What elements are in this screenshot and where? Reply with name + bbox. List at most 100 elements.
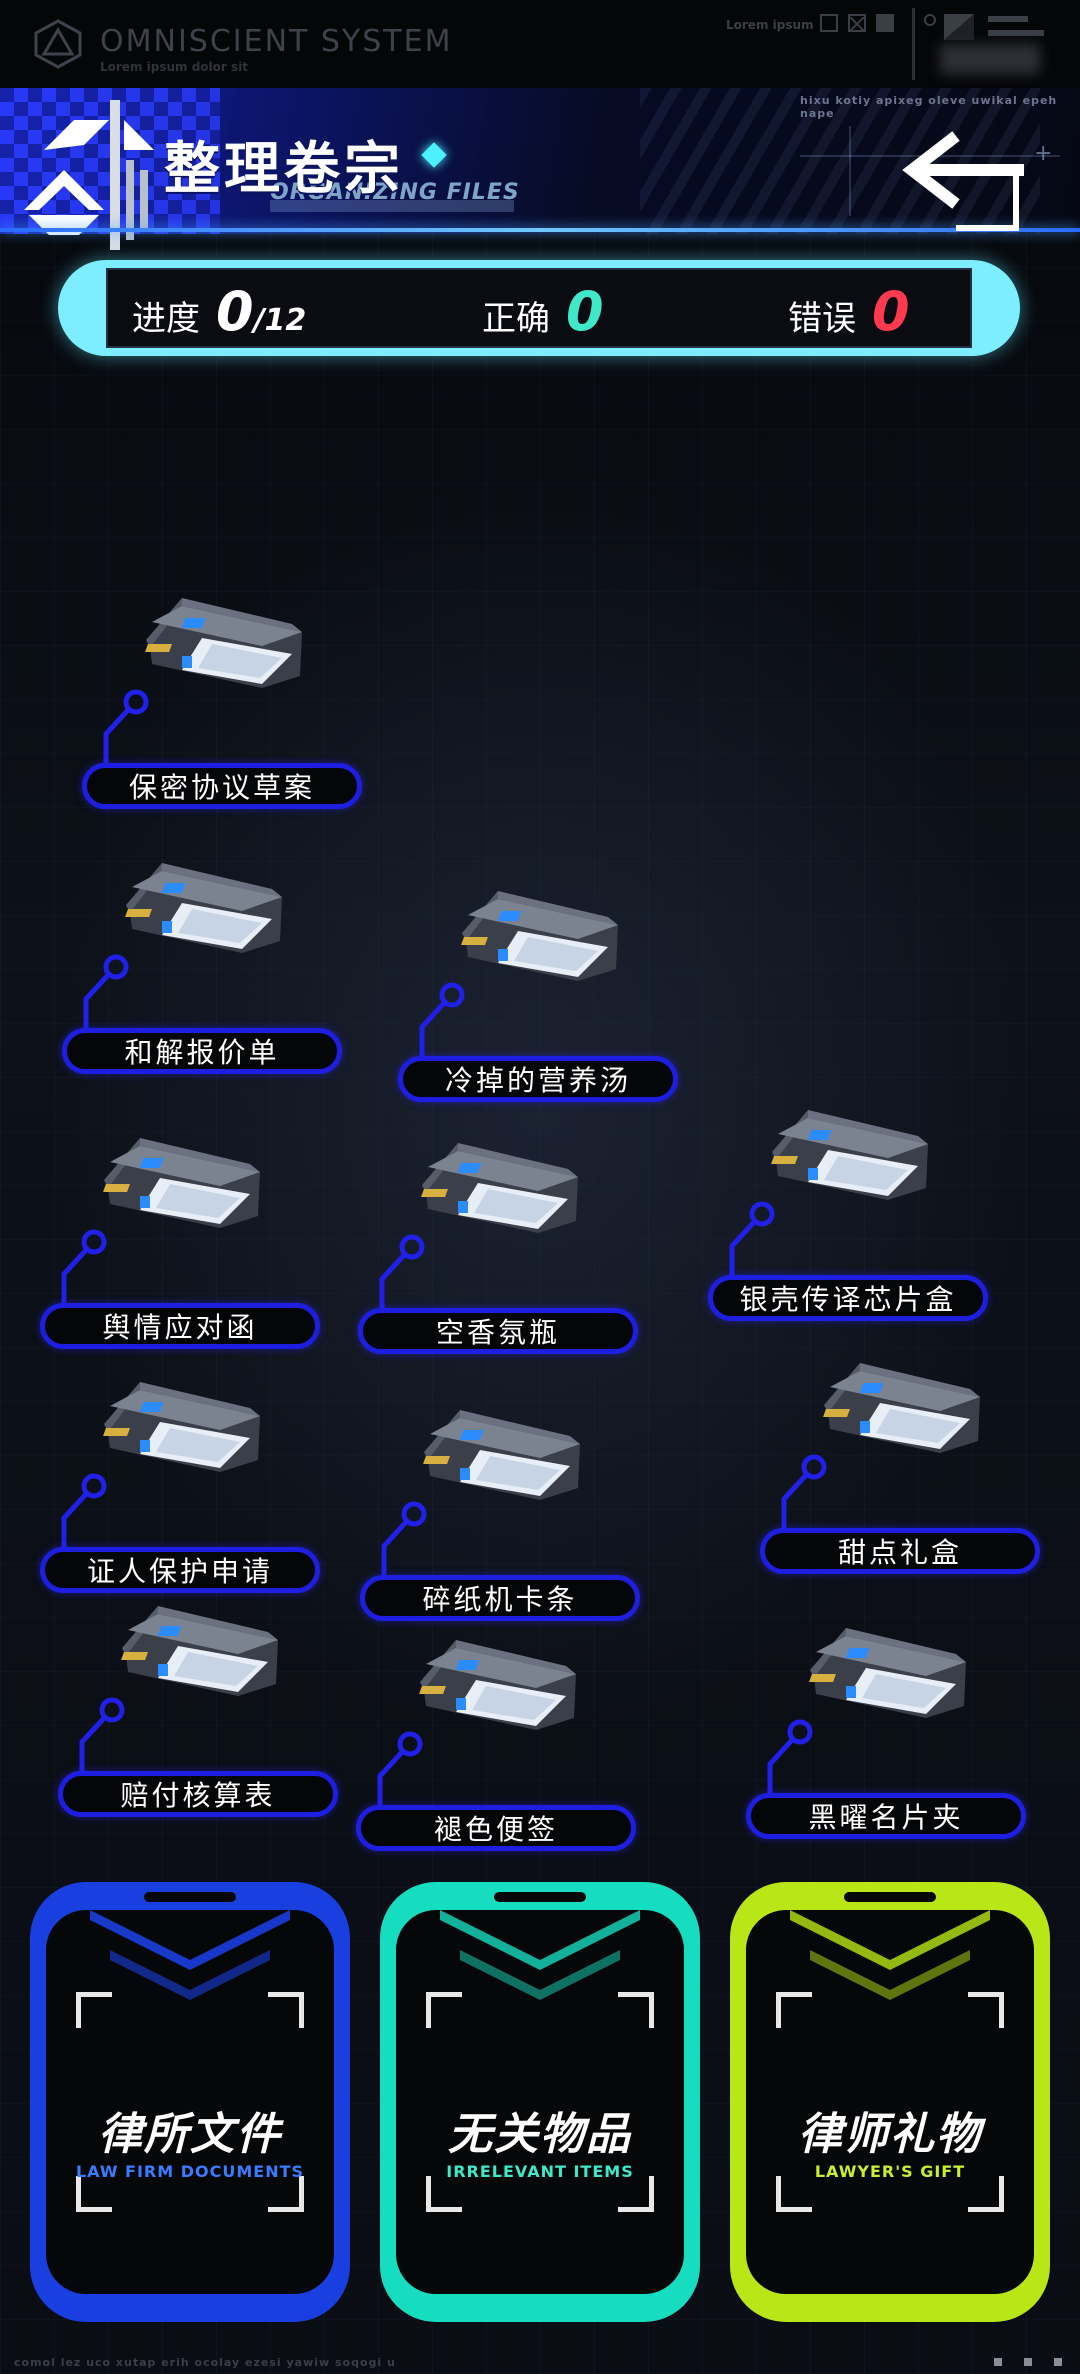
bin-notch <box>144 1892 236 1902</box>
header-stripes <box>640 88 1040 234</box>
connector-icon <box>781 1454 827 1529</box>
footer-dot <box>1054 2358 1062 2366</box>
status-graphic-icon <box>924 14 1044 40</box>
item-card[interactable]: 赔付核算表 <box>58 1586 358 1826</box>
item-card[interactable]: 保密协议草案 <box>82 578 382 818</box>
system-logo-icon <box>34 19 82 69</box>
bin-inner: 律师礼物 LAWYER'S GIFT <box>746 1910 1034 2294</box>
briefcase-icon <box>823 1363 980 1453</box>
connector-icon <box>729 1201 775 1276</box>
frame-corner <box>968 2176 1004 2212</box>
wrong-label: 错误 <box>784 291 860 340</box>
progress-stat: 进度 0 /12 <box>128 280 306 343</box>
svg-text:+: + <box>1034 141 1052 166</box>
item-label: 冷掉的营养汤 <box>398 1056 678 1102</box>
system-title: OMNISCIENT SYSTEM <box>100 24 453 59</box>
header-emblem-icon <box>24 100 154 250</box>
item-card[interactable]: 空香氛瓶 <box>358 1123 658 1363</box>
briefcase-icon <box>121 1606 279 1696</box>
frame-corner <box>968 1992 1004 2028</box>
page-title: 整理卷宗 <box>164 137 404 202</box>
item-card[interactable]: 褪色便签 <box>356 1620 656 1860</box>
bin-notch <box>494 1892 586 1902</box>
connector-icon <box>83 954 129 1029</box>
item-card[interactable]: 冷掉的营养汤 <box>398 871 698 1111</box>
frame-corner <box>776 2176 812 2212</box>
footer-dot <box>994 2358 1002 2366</box>
progress-value: 0 <box>216 280 254 343</box>
frame-corner <box>426 1992 462 2028</box>
filled-square-icon <box>876 14 894 32</box>
frame-corner <box>618 1992 654 2028</box>
item-label: 和解报价单 <box>62 1028 342 1074</box>
bin-law-firm-documents[interactable]: 律所文件 LAW FIRM DOCUMENTS <box>30 1882 350 2322</box>
item-label: 舆情应对函 <box>40 1303 320 1349</box>
blurred-info <box>940 44 1040 74</box>
chevron-down-icon <box>90 1910 290 1970</box>
item-label: 赔付核算表 <box>58 1771 338 1817</box>
back-arrow-icon <box>902 131 1024 231</box>
chevron-down-icon <box>790 1910 990 1970</box>
progress-label: 进度 <box>128 291 204 340</box>
connector-icon <box>61 1229 107 1304</box>
bin-subtitle: IRRELEVANT ITEMS <box>446 2162 634 2181</box>
bin-title: 无关物品 <box>448 2109 632 2160</box>
briefcase-icon <box>809 1628 966 1718</box>
back-button[interactable] <box>896 130 1030 236</box>
system-subtitle: Lorem ipsum dolor sit <box>100 60 248 74</box>
chevron-down-icon <box>460 1950 620 2000</box>
frame-corner <box>268 1992 304 2028</box>
correct-label: 正确 <box>478 291 554 340</box>
connector-icon <box>61 1473 107 1548</box>
connector-icon <box>377 1731 423 1806</box>
item-label: 碎纸机卡条 <box>360 1575 640 1621</box>
item-card[interactable]: 碎纸机卡条 <box>360 1390 660 1630</box>
wrong-stat: 错误 0 <box>784 280 910 343</box>
connector-icon <box>381 1501 427 1576</box>
bin-subtitle: LAW FIRM DOCUMENTS <box>75 2162 305 2181</box>
square-icon <box>820 14 838 32</box>
chevron-down-icon <box>810 1950 970 2000</box>
briefcase-icon <box>103 1138 261 1228</box>
item-card[interactable]: 舆情应对函 <box>40 1118 340 1358</box>
score-panel: 进度 0 /12 正确 0 错误 0 <box>58 260 1020 356</box>
header-underline <box>0 228 1080 232</box>
frame-corner <box>618 2176 654 2212</box>
bin-irrelevant-items[interactable]: 无关物品 IRRELEVANT ITEMS <box>380 1882 700 2322</box>
briefcase-icon <box>423 1410 580 1500</box>
bin-lawyers-gift[interactable]: 律师礼物 LAWYER'S GIFT <box>730 1882 1050 2322</box>
header-subtitle: ORGANIZING FILES <box>270 180 520 205</box>
item-label: 空香氛瓶 <box>358 1308 638 1354</box>
briefcase-icon <box>103 1382 261 1472</box>
bin-notch <box>844 1892 936 1902</box>
bin-inner: 无关物品 IRRELEVANT ITEMS <box>396 1910 684 2294</box>
item-card[interactable]: 银壳传译芯片盒 <box>708 1090 1008 1330</box>
connector-icon <box>379 1234 425 1309</box>
item-label: 褪色便签 <box>356 1805 636 1851</box>
bin-title: 律师礼物 <box>798 2109 982 2160</box>
divider <box>912 8 915 80</box>
item-card[interactable]: 甜点礼盒 <box>760 1343 1060 1583</box>
header-tiny-text: hixu kotiy apixeg oleve uwikal epeh nape <box>800 94 1058 120</box>
briefcase-icon <box>421 1143 578 1233</box>
square-x-icon <box>848 14 866 32</box>
item-card[interactable]: 和解报价单 <box>62 843 362 1083</box>
score-panel-inner: 进度 0 /12 正确 0 错误 0 <box>106 268 972 348</box>
briefcase-icon <box>125 863 283 953</box>
briefcase-icon <box>771 1110 928 1200</box>
chevron-down-icon <box>110 1950 270 2000</box>
correct-stat: 正确 0 <box>478 280 604 343</box>
item-label: 银壳传译芯片盒 <box>708 1275 988 1321</box>
frame-corner <box>76 2176 112 2212</box>
bin-subtitle: LAWYER'S GIFT <box>814 2162 966 2181</box>
item-label: 甜点礼盒 <box>760 1528 1040 1574</box>
frame-corner <box>76 1992 112 2028</box>
item-card[interactable]: 证人保护申请 <box>40 1362 340 1602</box>
correct-value: 0 <box>566 280 604 343</box>
item-label: 保密协议草案 <box>82 763 362 809</box>
frame-corner <box>268 2176 304 2212</box>
briefcase-icon <box>145 598 302 688</box>
briefcase-icon <box>419 1640 576 1730</box>
connector-icon <box>79 1697 125 1772</box>
item-card[interactable]: 黑曜名片夹 <box>746 1608 1046 1848</box>
